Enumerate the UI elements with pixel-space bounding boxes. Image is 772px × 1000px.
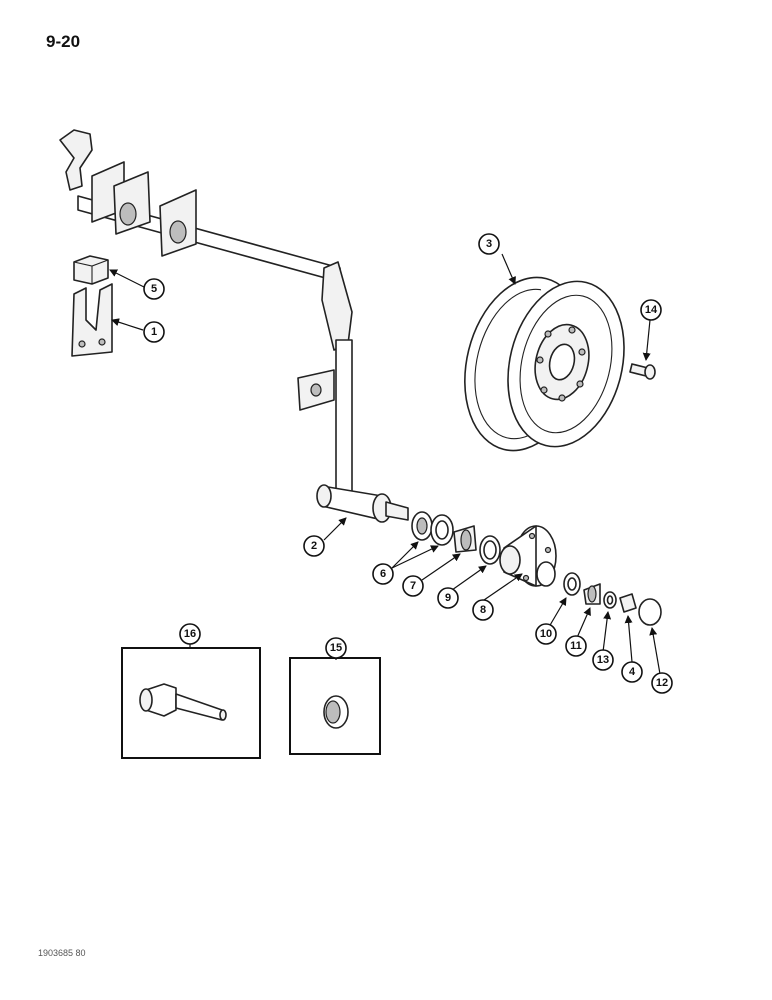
callout-15: 15 bbox=[325, 637, 347, 659]
svg-text:12: 12 bbox=[656, 677, 668, 689]
svg-text:5: 5 bbox=[151, 283, 157, 295]
svg-text:15: 15 bbox=[330, 642, 342, 654]
svg-text:13: 13 bbox=[597, 654, 609, 666]
callout-14: 14 bbox=[640, 299, 662, 321]
svg-text:2: 2 bbox=[311, 540, 317, 552]
callout-7: 7 bbox=[402, 575, 424, 597]
callout-3: 3 bbox=[478, 233, 500, 255]
svg-text:11: 11 bbox=[570, 640, 582, 652]
callout-16: 16 bbox=[179, 623, 201, 645]
svg-text:3: 3 bbox=[486, 238, 492, 250]
callout-5: 5 bbox=[143, 278, 165, 300]
figure-code: 1903685 80 bbox=[38, 948, 86, 958]
page-number: 9-20 bbox=[46, 32, 81, 51]
callout-2: 2 bbox=[303, 535, 325, 557]
callout-6: 6 bbox=[372, 563, 394, 585]
svg-text:6: 6 bbox=[380, 568, 386, 580]
callout-13: 13 bbox=[592, 649, 614, 671]
bearing-stack bbox=[411, 511, 662, 626]
callout-1: 1 bbox=[143, 321, 165, 343]
wheel-rim bbox=[464, 276, 625, 452]
axle-assembly bbox=[59, 129, 409, 523]
svg-text:8: 8 bbox=[480, 604, 486, 616]
svg-text:14: 14 bbox=[645, 304, 658, 316]
svg-text:10: 10 bbox=[540, 628, 552, 640]
clamp-block bbox=[73, 255, 109, 285]
svg-text:7: 7 bbox=[410, 580, 416, 592]
callout-10: 10 bbox=[535, 623, 557, 645]
callout-11: 11 bbox=[565, 635, 587, 657]
spindle-part bbox=[139, 683, 227, 721]
callout-8: 8 bbox=[472, 599, 494, 621]
svg-text:16: 16 bbox=[184, 628, 196, 640]
svg-text:9: 9 bbox=[445, 592, 451, 604]
wheel-bolt bbox=[629, 363, 656, 380]
callout-12: 12 bbox=[651, 672, 673, 694]
callout-9: 9 bbox=[437, 587, 459, 609]
seal-part bbox=[323, 695, 349, 729]
callout-4: 4 bbox=[621, 661, 643, 683]
u-bracket bbox=[71, 283, 113, 357]
svg-text:4: 4 bbox=[629, 666, 636, 678]
svg-text:1: 1 bbox=[151, 326, 157, 338]
